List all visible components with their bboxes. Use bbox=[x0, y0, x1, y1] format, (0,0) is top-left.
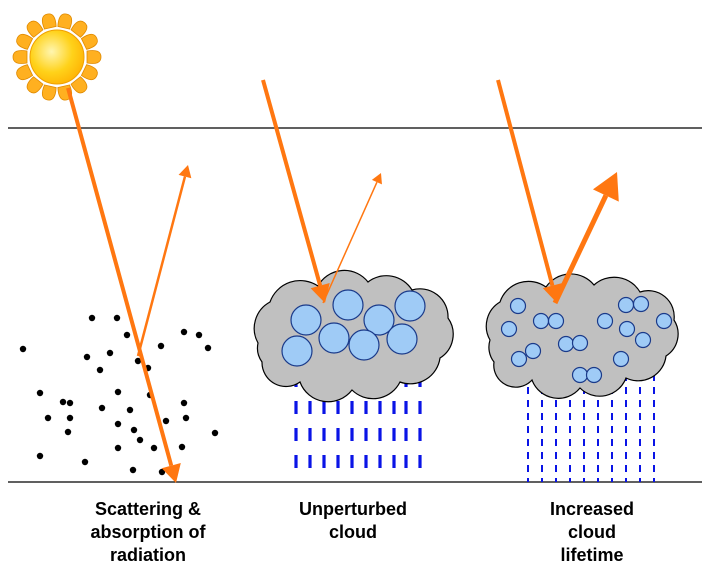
cloud-droplet bbox=[281, 335, 313, 367]
solar-ray-arrow-icon bbox=[66, 87, 174, 467]
aerosol-particle bbox=[59, 398, 67, 406]
aerosol-particle bbox=[106, 349, 114, 357]
increased-cloud-lifetime-label: Increased cloud lifetime bbox=[549, 499, 635, 565]
sun-ray-petal bbox=[70, 20, 88, 38]
aerosol-particle bbox=[83, 353, 91, 361]
aerosol-particle bbox=[88, 314, 96, 322]
scattering-absorption-label: Scattering & absorption of radiation bbox=[90, 499, 206, 565]
sun-icon bbox=[12, 13, 102, 101]
sun-ray-petal bbox=[12, 50, 28, 64]
solar-ray-arrow-icon bbox=[496, 79, 555, 287]
solar-ray-arrow-icon bbox=[136, 176, 187, 357]
cloud-droplet bbox=[618, 320, 636, 338]
aerosol-particle bbox=[114, 444, 122, 452]
aerosol-particle bbox=[36, 389, 44, 397]
aerosol-particle bbox=[81, 458, 89, 466]
cloud-droplet bbox=[394, 290, 426, 322]
arrow-head bbox=[178, 165, 192, 179]
cloud-droplet bbox=[585, 366, 603, 384]
aerosol-particle bbox=[204, 344, 212, 352]
sun-ray-petal bbox=[86, 50, 102, 64]
cloud-droplet bbox=[290, 304, 322, 336]
solar-ray-arrow-icon bbox=[322, 181, 378, 304]
aerosol-particle bbox=[114, 420, 122, 428]
aerosol-particle bbox=[211, 429, 219, 437]
aerosol-particle bbox=[150, 444, 158, 452]
cloud-droplet bbox=[500, 320, 518, 338]
cloud-droplet bbox=[612, 350, 630, 368]
sun-ray-petal bbox=[26, 20, 44, 38]
aerosol-particle bbox=[129, 466, 137, 474]
cloud-droplet bbox=[386, 323, 418, 355]
sun-ray-petal bbox=[16, 33, 34, 50]
cloud-droplet bbox=[557, 335, 575, 353]
cloud-droplet bbox=[655, 312, 673, 330]
aerosol-particle bbox=[98, 404, 106, 412]
aerosol-particle bbox=[114, 388, 122, 396]
sun-ray-petal bbox=[80, 33, 98, 50]
cloud-droplet bbox=[571, 334, 589, 352]
aerosol-particle bbox=[180, 399, 188, 407]
aerosol-particle bbox=[130, 426, 138, 434]
solar-ray-arrows bbox=[66, 79, 619, 483]
cloud-droplet bbox=[332, 289, 364, 321]
arrow-head bbox=[371, 173, 382, 185]
sun-ray-petal bbox=[41, 13, 57, 30]
aerosol-particle bbox=[182, 414, 190, 422]
aerosol-particle bbox=[134, 357, 142, 365]
aerosol-particle bbox=[36, 452, 44, 460]
aerosol-particle bbox=[96, 366, 104, 374]
unperturbed-cloud-label: Unperturbed cloud bbox=[299, 499, 407, 542]
cloud-icon bbox=[485, 273, 679, 399]
sun-ray-petal bbox=[70, 76, 88, 94]
aerosol-particle bbox=[123, 331, 131, 339]
cloud-droplet bbox=[524, 342, 542, 360]
cloud-droplet bbox=[509, 297, 527, 315]
rain-icon bbox=[294, 374, 422, 482]
cloud-droplet bbox=[510, 350, 528, 368]
cloud-droplet bbox=[634, 331, 652, 349]
aerosol-particle bbox=[178, 443, 186, 451]
cloud-droplet bbox=[348, 329, 380, 361]
cloud-droplet bbox=[318, 322, 350, 354]
aerosol-particle bbox=[180, 328, 188, 336]
cloud-droplet bbox=[596, 312, 614, 330]
solar-ray-arrow-icon bbox=[261, 79, 323, 287]
aerosol-particle bbox=[113, 314, 121, 322]
cloud-icon bbox=[253, 269, 454, 403]
cloud-droplet bbox=[632, 295, 650, 313]
aerosol-particle bbox=[66, 399, 74, 407]
aerosol-particle bbox=[64, 428, 72, 436]
aerosol-particle bbox=[157, 342, 165, 350]
aerosol-particle bbox=[195, 331, 203, 339]
aerosol-particle bbox=[158, 468, 166, 476]
cloud-droplet bbox=[571, 366, 589, 384]
aerosol-particle bbox=[44, 414, 52, 422]
aerosol-particle bbox=[126, 406, 134, 414]
arrow-head bbox=[592, 172, 619, 202]
aerosol-particle bbox=[136, 436, 144, 444]
cloud-droplet bbox=[547, 312, 565, 330]
sun-ray-petal bbox=[57, 13, 73, 30]
cloud-droplet bbox=[363, 304, 395, 336]
cloud-droplet bbox=[532, 312, 550, 330]
arrow-head bbox=[161, 463, 181, 483]
sun-ray-petal bbox=[26, 76, 44, 94]
aerosol-particles bbox=[19, 314, 219, 476]
sun-ray-petal bbox=[16, 64, 34, 81]
aerosol-particle bbox=[162, 417, 170, 425]
aerosol-particle bbox=[19, 345, 27, 353]
solar-ray-arrow-icon bbox=[552, 194, 609, 305]
sun-ray-petal bbox=[80, 64, 98, 81]
cloud-droplet bbox=[617, 296, 635, 314]
aerosol-particle bbox=[66, 414, 74, 422]
sun-ray-petal bbox=[41, 84, 57, 101]
